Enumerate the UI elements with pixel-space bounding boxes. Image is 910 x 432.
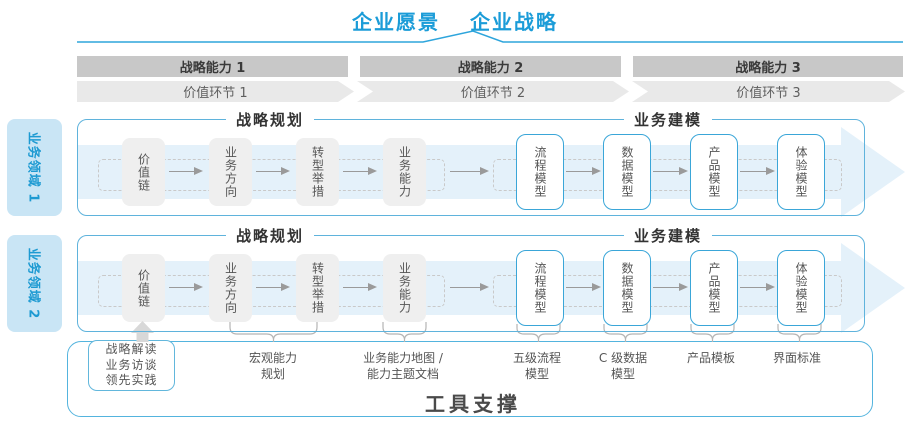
flow-arrow-icon [256,282,290,291]
annotation-process-line-1: 五级流程 [512,351,562,365]
tool-support-label: 工具支撑 [425,392,521,416]
top-titles: 企业愿景 企业战略 [0,6,910,35]
domain-row-1: 战略规划 业务建模 价值链 业务方向 转型举措 业务能力 流程模型 数据模型 产… [0,110,910,217]
box-transformation-initiatives: 转型举措 [296,138,339,206]
box-data-model-label: 数据模型 [620,146,634,198]
box-product-model-label: 产品模型 [707,262,721,314]
sources-line-2: 业务访谈 [105,357,158,372]
flow-arrow-icon [566,166,601,175]
capability-bar-1-label: 战略能力 1 [179,61,246,76]
annotation-data-model: C 级数据 模型 [599,351,647,382]
capability-bar-1: 战略能力 1 [77,56,348,77]
box-transformation-initiatives-label: 转型举措 [310,262,325,314]
box-business-direction-label: 业务方向 [223,146,238,198]
flow-arrow-icon [450,166,489,175]
flow-arrow-icon [566,282,601,291]
annotation-macro-line-1: 宏观能力 [248,351,298,365]
flow-arrow-icon [343,282,377,291]
annotation-capmap-line-1: 业务能力地图 / [363,351,443,365]
annotation-macro-line-2: 规划 [260,366,286,381]
box-business-direction-label: 业务方向 [223,262,238,314]
box-business-capability-label: 业务能力 [397,146,412,198]
modeling-header: 业务建模 [623,226,713,245]
annotation-product-template: 产品模板 [687,351,735,367]
domain-label-1: 业务领域 1 [7,119,62,216]
flow-arrow-icon [343,166,377,175]
box-experience-model-label: 体验模型 [794,262,808,314]
vision-title: 企业愿景 [352,10,440,34]
box-process-model-label: 流程模型 [533,146,547,198]
value-link-3-label: 价值环节 3 [736,86,801,101]
flow-arrow-icon [169,166,203,175]
annotation-capmap-line-2: 能力主题文档 [366,366,440,381]
box-value-chain-label: 价值链 [136,152,151,192]
flow-arrow-icon [653,166,688,175]
tool-support-container [67,341,873,417]
capability-bar-3-label: 战略能力 3 [735,61,801,76]
flow-arrow-icon [169,282,203,291]
box-experience-model: 体验模型 [777,134,825,210]
flow-arrow-icon [450,282,489,291]
annotation-data-line-1: C 级数据 [598,351,648,365]
flow-arrow-icon [740,282,775,291]
flow-arrow-icon [740,166,775,175]
box-process-model: 流程模型 [516,134,564,210]
flow-arrow-icon [653,282,688,291]
vision-pointer-line [77,30,903,43]
box-product-model: 产品模型 [690,250,738,326]
box-data-model-label: 数据模型 [620,262,634,314]
domain-label-2: 业务领域 2 [7,235,62,332]
planning-header: 战略规划 [225,110,315,129]
planning-dashed-lane [98,275,445,307]
box-process-model: 流程模型 [516,250,564,326]
annotation-capability-map: 业务能力地图 / 能力主题文档 [363,351,443,382]
box-transformation-initiatives-label: 转型举措 [310,146,325,198]
box-business-capability: 业务能力 [383,138,426,206]
flow-arrow-icon [256,166,290,175]
value-link-3: 价值环节 3 [632,81,905,102]
box-business-capability: 业务能力 [383,254,426,322]
box-value-chain: 价值链 [122,138,165,206]
box-experience-model-label: 体验模型 [794,146,808,198]
value-link-1-label: 价值环节 1 [183,86,248,101]
box-value-chain-label: 价值链 [136,268,151,308]
value-link-2: 价值环节 2 [357,81,629,102]
annotation-ui-line-1: 界面标准 [772,351,822,365]
sources-line-1: 战略解读 [105,342,158,357]
domain-row-2: 战略规划 业务建模 价值链 业务方向 转型举措 业务能力 流程模型 数据模型 产… [0,226,910,333]
box-data-model: 数据模型 [603,250,651,326]
capability-bar-2: 战略能力 2 [360,56,621,77]
box-business-capability-label: 业务能力 [397,262,412,314]
annotation-macro-capability: 宏观能力 规划 [249,351,297,382]
box-business-direction: 业务方向 [209,138,252,206]
box-product-model: 产品模型 [690,134,738,210]
sources-box: 战略解读 业务访谈 领先实践 [88,340,175,391]
planning-dashed-lane [98,159,445,191]
capability-bar-3: 战略能力 3 [633,56,903,77]
value-link-1: 价值环节 1 [77,81,354,102]
modeling-dashed-lane [493,275,842,307]
annotation-ui-standard: 界面标准 [773,351,821,367]
modeling-dashed-lane [493,159,842,191]
box-business-direction: 业务方向 [209,254,252,322]
flow-arrowhead-icon [841,127,905,217]
annotation-product-line-1: 产品模板 [686,351,736,365]
flow-arrowhead-icon [841,243,905,333]
box-experience-model: 体验模型 [777,250,825,326]
box-process-model-label: 流程模型 [533,262,547,314]
capability-bar-2-label: 战略能力 2 [457,61,524,76]
box-value-chain: 价值链 [122,254,165,322]
modeling-header: 业务建模 [623,110,713,129]
annotation-process-model: 五级流程 模型 [513,351,561,382]
planning-header: 战略规划 [225,226,315,245]
box-data-model: 数据模型 [603,134,651,210]
box-transformation-initiatives: 转型举措 [296,254,339,322]
box-product-model-label: 产品模型 [707,146,721,198]
strategy-title: 企业战略 [470,10,558,34]
annotation-process-line-2: 模型 [524,366,550,381]
annotation-data-line-2: 模型 [610,366,636,381]
value-link-2-label: 价值环节 2 [460,86,526,101]
sources-line-3: 领先实践 [105,373,158,388]
